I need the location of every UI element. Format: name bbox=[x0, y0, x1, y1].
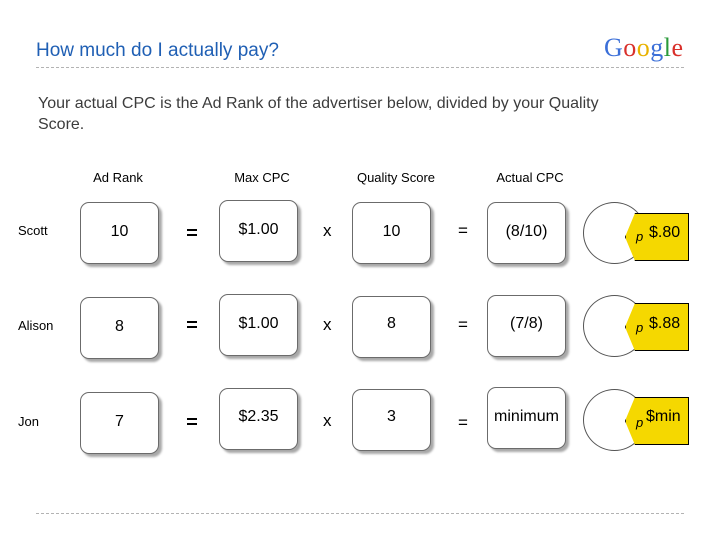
header-actual-cpc: Actual CPC bbox=[496, 170, 564, 185]
price-tag bbox=[625, 303, 689, 351]
actual-cpc-value: minimum bbox=[494, 408, 559, 425]
actual-cpc-box bbox=[487, 387, 566, 449]
actual-cpc-value: (7/8) bbox=[510, 315, 543, 332]
max-cpc-box bbox=[219, 294, 298, 356]
ad-rank-value: 10 bbox=[110, 223, 129, 240]
max-cpc-value: $1.00 bbox=[238, 315, 279, 332]
max-cpc-value: $2.35 bbox=[238, 408, 279, 425]
header-ad-rank: Ad Rank bbox=[93, 170, 143, 185]
equals-sign: = bbox=[458, 413, 468, 432]
max-cpc-box bbox=[219, 200, 298, 262]
price-tag bbox=[625, 397, 689, 445]
footer-divider bbox=[36, 513, 684, 514]
ad-rank-box bbox=[80, 202, 159, 264]
ad-rank-value: 8 bbox=[115, 318, 124, 335]
quality-score-value: 8 bbox=[387, 315, 396, 332]
row-label-jon: Jon bbox=[18, 414, 39, 429]
actual-cpc-box bbox=[487, 202, 566, 264]
equals-sign bbox=[187, 418, 197, 425]
google-logo: Google bbox=[604, 33, 684, 62]
actual-cpc-box bbox=[487, 295, 566, 357]
multiply-sign: x bbox=[323, 411, 332, 430]
subtitle: Your actual CPC is the Ad Rank of the ad… bbox=[38, 95, 599, 133]
max-cpc-value: $1.00 bbox=[238, 221, 279, 238]
row-label-scott: Scott bbox=[18, 223, 48, 238]
price-tag bbox=[625, 213, 689, 261]
ad-rank-value: 7 bbox=[115, 413, 124, 430]
tag-hole-icon: p bbox=[636, 229, 644, 244]
header-divider bbox=[36, 67, 684, 68]
price-value: $.80 bbox=[649, 224, 681, 241]
page-title: How much do I actually pay? bbox=[36, 40, 279, 61]
max-cpc-box bbox=[219, 388, 298, 450]
quality-score-box bbox=[352, 296, 431, 358]
header-quality-score: Quality Score bbox=[356, 170, 436, 185]
ad-rank-box bbox=[80, 297, 159, 359]
quality-score-value: 3 bbox=[387, 408, 396, 425]
actual-cpc-value: (8/10) bbox=[505, 223, 548, 240]
price-value: $min bbox=[646, 408, 681, 425]
equals-sign: = bbox=[458, 221, 468, 240]
row-label-alison: Alison bbox=[18, 318, 54, 333]
quality-score-box bbox=[352, 202, 431, 264]
header-max-cpc: Max CPC bbox=[234, 170, 290, 185]
tag-hole-icon: p bbox=[636, 415, 644, 430]
equals-sign bbox=[187, 229, 197, 236]
quality-score-value: 10 bbox=[382, 223, 401, 240]
ad-rank-box bbox=[80, 392, 159, 454]
quality-score-box bbox=[352, 389, 431, 451]
price-value: $.88 bbox=[649, 315, 681, 332]
equals-sign: = bbox=[458, 315, 468, 334]
multiply-sign: x bbox=[323, 315, 332, 334]
tag-hole-icon: p bbox=[636, 320, 644, 335]
equals-sign bbox=[187, 321, 197, 328]
multiply-sign: x bbox=[323, 221, 332, 240]
